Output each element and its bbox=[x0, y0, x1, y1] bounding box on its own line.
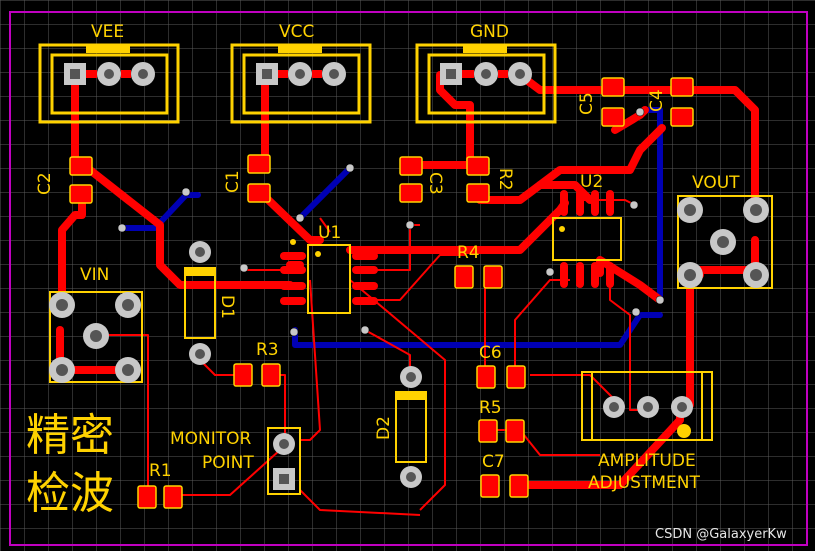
label-u2: U2 bbox=[580, 172, 603, 192]
label-c1: C1 bbox=[223, 170, 243, 193]
label-amplitude: AMPLITUDE bbox=[598, 451, 696, 471]
connector-vout bbox=[677, 195, 773, 289]
diode-d1 bbox=[184, 241, 216, 365]
label-c5: C5 bbox=[577, 92, 597, 115]
label-c2: C2 bbox=[35, 172, 55, 195]
title-line1: 精密 bbox=[26, 410, 114, 461]
bottom-layer-traces bbox=[119, 107, 663, 348]
label-c6: C6 bbox=[479, 343, 502, 363]
label-r5: R5 bbox=[479, 398, 502, 418]
label-vin: VIN bbox=[80, 265, 109, 285]
label-d2: D2 bbox=[374, 416, 394, 440]
watermark: CSDN @GalaxyerKw bbox=[655, 527, 787, 542]
potentiometer bbox=[581, 371, 713, 441]
diode-d2 bbox=[395, 366, 427, 488]
label-vout: VOUT bbox=[692, 173, 740, 193]
label-c3: C3 bbox=[425, 172, 445, 195]
smd-parts bbox=[69, 77, 694, 509]
label-monitor-line1: MONITOR bbox=[170, 429, 252, 449]
label-d1: D1 bbox=[217, 295, 237, 319]
monitor-point-header bbox=[267, 427, 301, 495]
header-vcc bbox=[230, 43, 372, 124]
vias bbox=[117, 107, 665, 337]
ic-u1 bbox=[280, 239, 378, 314]
title-line2: 检波 bbox=[26, 468, 114, 519]
label-r3: R3 bbox=[256, 340, 279, 360]
label-c7: C7 bbox=[482, 452, 505, 472]
header-gnd bbox=[415, 43, 557, 124]
board-outline bbox=[9, 11, 808, 546]
label-c4: C4 bbox=[647, 89, 667, 112]
label-vcc: VCC bbox=[279, 22, 314, 42]
header-vee bbox=[38, 43, 180, 124]
label-vee: VEE bbox=[91, 22, 124, 42]
label-r4: R4 bbox=[457, 243, 480, 263]
label-gnd: GND bbox=[470, 22, 509, 42]
ic-u2 bbox=[552, 190, 622, 288]
connector-vin bbox=[49, 291, 143, 383]
top-layer-traces-thin bbox=[98, 199, 650, 516]
label-adjustment: ADJUSTMENT bbox=[588, 473, 700, 493]
label-r2: R2 bbox=[495, 168, 515, 191]
label-r1: R1 bbox=[149, 461, 172, 481]
label-monitor-line2: POINT bbox=[202, 453, 254, 473]
label-u1: U1 bbox=[318, 223, 341, 243]
